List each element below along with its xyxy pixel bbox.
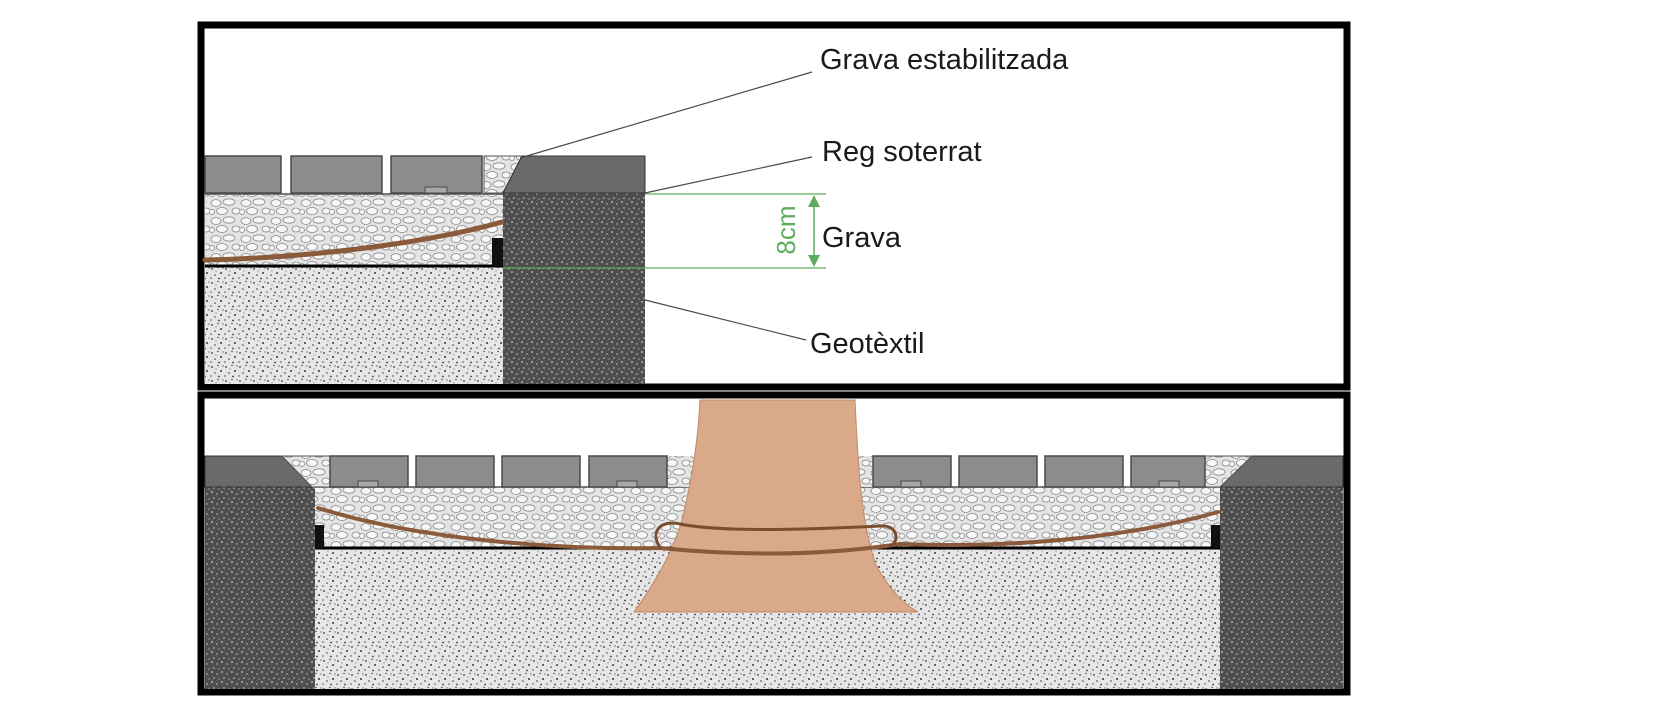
label-gravel-depth: 8cm <box>771 205 801 255</box>
bottom-irrigation-pipe <box>316 506 1220 556</box>
bottom-paver-notch-1 <box>357 480 379 488</box>
bottom-paver-2 <box>415 455 495 488</box>
label-geotextile: Geotèxtil <box>810 328 925 360</box>
top-paver-1 <box>204 155 282 194</box>
top-curb-cap <box>502 155 646 194</box>
dimension-arrow-down <box>808 255 820 267</box>
bottom-right-curb-body <box>1220 487 1343 689</box>
leader-stabilized-gravel <box>519 71 813 159</box>
top-edge-restraint <box>492 238 503 266</box>
bottom-left-curb-body <box>205 487 315 689</box>
bottom-left-edge-restraint <box>315 525 324 548</box>
top-curb-body <box>503 193 645 384</box>
top-paver-2 <box>290 155 383 194</box>
leader-irrigation <box>644 156 813 194</box>
bottom-paver-7 <box>1044 455 1124 488</box>
bottom-paver-6 <box>958 455 1038 488</box>
leader-geotextile <box>644 299 807 341</box>
bottom-paver-notch-2 <box>616 480 638 488</box>
top-panel <box>197 21 1351 391</box>
label-gravel: Grava <box>822 222 901 254</box>
top-paver-notch <box>424 186 448 194</box>
top-pavers <box>204 155 483 194</box>
bottom-paver-3 <box>501 455 581 488</box>
top-gravel-layer <box>205 194 503 266</box>
bottom-paver-notch-3 <box>900 480 922 488</box>
bottom-right-edge-restraint <box>1211 525 1220 548</box>
bottom-pavers <box>329 455 1206 488</box>
bottom-irrigation-loop <box>654 521 898 550</box>
dimension-arrow-up <box>808 195 820 207</box>
label-underground-irrigation: Reg soterrat <box>822 136 982 168</box>
bottom-paver-notch-4 <box>1158 480 1180 488</box>
top-irrigation-pipe <box>202 219 505 263</box>
bottom-panel <box>197 391 1351 696</box>
tree-trunk <box>633 399 919 613</box>
top-soil <box>205 266 503 384</box>
label-stabilized-gravel: Grava estabilitzada <box>820 44 1069 76</box>
